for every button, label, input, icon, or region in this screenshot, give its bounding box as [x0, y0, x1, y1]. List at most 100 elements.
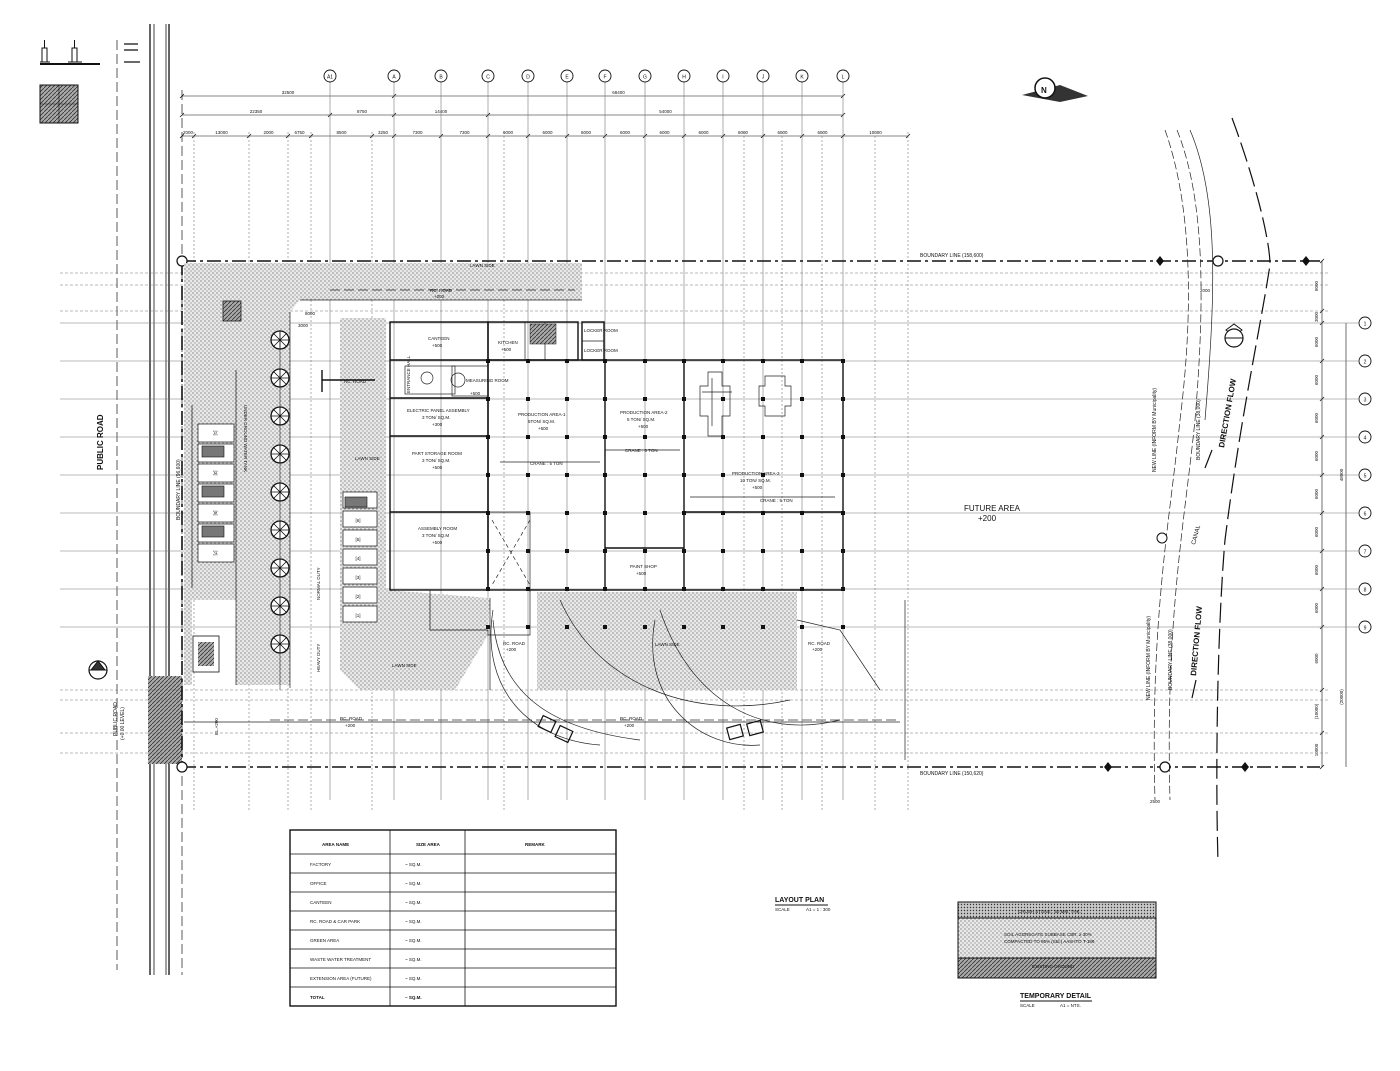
- structural-column: [603, 359, 607, 363]
- grid-bubble-col: [434, 69, 448, 83]
- water-tank-label: UNDER GROUND WATER TANK: [243, 405, 248, 472]
- grid-row-label: 8: [1364, 588, 1367, 594]
- structural-column: [682, 511, 686, 515]
- grid-col-label: A: [392, 75, 396, 81]
- new-line-label: NEW LINE (INFORM BY Municipality): [1152, 388, 1158, 472]
- structural-column: [800, 397, 804, 401]
- structural-column: [643, 435, 647, 439]
- structural-column: [841, 435, 845, 439]
- grid-col-label: B: [439, 75, 443, 81]
- dim-text-right: 6000: [1314, 602, 1319, 613]
- parking-stall-label: [3]: [213, 470, 218, 475]
- structural-column: [721, 587, 725, 591]
- plan-labels: PUBLIC ROAD PUBLIC ROAD (+0.00 LEVEL) BO…: [96, 253, 1238, 804]
- boundary-left-label: BOUNDARY LINE (96,600): [176, 459, 182, 520]
- dim-text-right: (10000): [1314, 703, 1319, 719]
- key-plan-icons: [39, 40, 140, 124]
- table-cell-area: RC. ROAD & CAR PARK: [310, 919, 360, 924]
- production-1-level: +500: [538, 426, 549, 431]
- grid-bubble-col: [481, 69, 495, 83]
- grid-col-label: E: [565, 75, 569, 81]
- structural-column: [682, 625, 686, 629]
- table-cell-area: EXTENSION AREA (FUTURE): [310, 976, 372, 981]
- grid-bubble-row: [1358, 506, 1372, 520]
- rc-road-label-left: RC. ROAD: [344, 379, 367, 384]
- table-cell-area: FACTORY: [310, 862, 331, 867]
- kitchen-label: KITCHEN: [498, 340, 518, 345]
- parking-stall: [197, 543, 235, 563]
- structural-column: [643, 587, 647, 591]
- dim-text: 8500: [336, 130, 347, 135]
- grid-col-label: K: [800, 75, 804, 81]
- table-cell-size: ~ SQ.M.: [405, 862, 422, 867]
- car-icon: [201, 525, 225, 538]
- structural-column: [721, 435, 725, 439]
- parking-stall: [342, 567, 378, 585]
- structural-column: [643, 359, 647, 363]
- dim-text: 6750: [294, 130, 305, 135]
- dim-2000: 2000: [1200, 288, 1211, 293]
- grid-bubble-col: [560, 69, 574, 83]
- parking-stall: [342, 605, 378, 623]
- table-cell-area: WASTE WATER TREATMENT: [310, 957, 371, 962]
- part-storage-label: PART STORAGE ROOM: [412, 451, 462, 456]
- lawn-label-left: LAWN SIDE: [355, 456, 380, 461]
- electric-label: ELECTRIC PANEL ASSEMBLY: [407, 408, 470, 413]
- layout-scale-value: A1 = 1 : 300: [806, 907, 831, 912]
- dim-text: 22350: [250, 109, 263, 114]
- parking-stall: [197, 503, 235, 523]
- structural-column: [761, 397, 765, 401]
- layout-plan-title: LAYOUT PLAN: [775, 897, 824, 904]
- kitchen-level: +500: [501, 347, 512, 352]
- lawn-label-top: LAWN SIDE: [470, 263, 495, 268]
- dim-tick: [1319, 764, 1325, 770]
- production-3-label: PRODUCTION AREA-3: [732, 471, 780, 476]
- dim-text: 6000: [738, 130, 749, 135]
- production-2-label: PRODUCTION AREA-2: [620, 410, 668, 415]
- structural-column: [841, 359, 845, 363]
- grid-bubble-row: [1358, 392, 1372, 406]
- structural-column: [486, 549, 490, 553]
- grid-col-label: C: [486, 75, 490, 81]
- dim-text: 2000: [263, 130, 274, 135]
- future-area-level: +200: [978, 514, 997, 523]
- dim-text: 6000: [581, 130, 592, 135]
- table-cell-area: OFFICE: [310, 881, 327, 886]
- structural-column: [682, 473, 686, 477]
- structural-column: [800, 587, 804, 591]
- parking-stall-label: [1]: [213, 430, 218, 435]
- grid-bubble-col: [836, 69, 850, 83]
- structural-column: [565, 473, 569, 477]
- grid-bubble-row: [1358, 582, 1372, 596]
- grid-bubble-col: [756, 69, 770, 83]
- production-3-level: +500: [752, 485, 763, 490]
- parking-stall: [342, 529, 378, 547]
- dim-tick: [179, 93, 185, 99]
- parking-stall: [342, 548, 378, 566]
- car-icon: [201, 485, 225, 498]
- structural-column: [603, 435, 607, 439]
- structural-column: [682, 359, 686, 363]
- dim-text: 8750: [357, 109, 368, 114]
- table-cell-size: ~ SQ.M.: [405, 995, 422, 1000]
- structural-column: [643, 473, 647, 477]
- parking-right: [1][2][3][4][5][6][7]: [342, 491, 378, 623]
- structural-column: [603, 397, 607, 401]
- dim-3000: 3000: [298, 323, 309, 328]
- dim-text: 6000: [620, 130, 631, 135]
- rc-road-label-2: RC. ROAD: [620, 716, 643, 721]
- grid-bubble-col: [677, 69, 691, 83]
- part-storage-level: +500: [432, 465, 443, 470]
- structural-column: [565, 359, 569, 363]
- rc-road-level-1: +200: [506, 647, 517, 652]
- structural-column: [761, 435, 765, 439]
- parking-stall-label: [2]: [355, 594, 360, 599]
- parking-stall: [342, 510, 378, 528]
- structural-column: [603, 625, 607, 629]
- dim-text-right: 6000: [1314, 412, 1319, 423]
- grid-row-label: 9: [1364, 626, 1367, 632]
- structural-column: [841, 587, 845, 591]
- structural-column: [486, 359, 490, 363]
- dim-text: 13000: [215, 130, 228, 135]
